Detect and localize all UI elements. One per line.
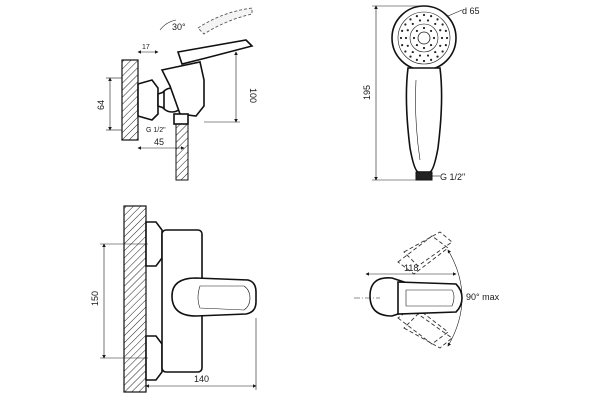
nozzle xyxy=(401,29,404,32)
top-dim-118: 118 xyxy=(404,263,418,273)
side-angle-arc xyxy=(159,19,177,31)
side-dim-17: 17 xyxy=(142,44,150,51)
nozzle xyxy=(439,44,442,47)
top-lever-rot-up-2 xyxy=(403,231,453,267)
nozzle xyxy=(422,59,426,63)
nozzle xyxy=(429,29,433,33)
side-outlet-nut xyxy=(173,113,189,125)
nozzle xyxy=(441,50,444,53)
nozzle xyxy=(422,26,426,30)
front-dim-150: 150 xyxy=(90,291,100,306)
nozzle xyxy=(440,36,444,40)
shower-dim-195: 195 xyxy=(362,85,372,100)
side-dim-100: 100 xyxy=(248,88,258,103)
nozzle xyxy=(404,23,407,26)
nozzle xyxy=(422,46,426,50)
front-lever xyxy=(171,277,257,317)
nozzle xyxy=(415,58,418,61)
top-lever-rot-down-2 xyxy=(403,313,453,349)
side-dim-64: 64 xyxy=(96,100,106,110)
nozzle xyxy=(412,36,416,40)
nozzle xyxy=(411,50,414,54)
nozzle xyxy=(401,44,404,47)
nozzle xyxy=(434,50,437,54)
nozzle xyxy=(430,58,433,61)
top-lever-inner xyxy=(405,289,455,307)
shower-head-center xyxy=(417,31,431,45)
shower-handle-contour xyxy=(415,79,421,161)
nozzle xyxy=(445,36,449,40)
shower-dim-d65-leader xyxy=(447,9,463,17)
nozzle xyxy=(404,50,407,53)
top-rotation-arc xyxy=(447,249,463,347)
nozzle xyxy=(399,36,403,40)
nozzle xyxy=(406,44,409,47)
nozzle xyxy=(415,43,419,47)
front-escutcheon-top xyxy=(145,221,163,267)
shower-head-view: d 65 195 G 1/2" xyxy=(362,5,480,182)
nozzle xyxy=(439,29,442,32)
side-hose xyxy=(175,123,189,181)
nozzle xyxy=(436,18,439,21)
shower-connector xyxy=(415,171,433,181)
nozzle xyxy=(434,22,437,26)
side-thread-label: G 1/2" xyxy=(146,127,166,134)
top-lever xyxy=(397,281,463,315)
nozzle xyxy=(422,13,426,17)
shower-head-ring xyxy=(397,11,451,65)
nozzle xyxy=(415,15,418,18)
side-view: 30° 17 100 64 G 1/2" 45 xyxy=(96,7,258,181)
nozzle xyxy=(426,54,430,57)
nozzle xyxy=(418,54,422,57)
shower-nozzles xyxy=(399,13,449,63)
top-view: 118 90° max xyxy=(354,231,500,349)
side-lever xyxy=(176,39,254,65)
front-lever-inner xyxy=(197,285,251,311)
nozzle xyxy=(409,18,412,21)
side-escutcheon xyxy=(137,79,159,121)
nozzle xyxy=(429,43,433,47)
front-view: 150 140 xyxy=(90,205,257,393)
nozzle xyxy=(444,44,447,47)
nozzle xyxy=(430,15,433,18)
side-lever-raised xyxy=(197,7,253,35)
side-mixer-body xyxy=(160,61,205,117)
nozzle xyxy=(444,29,447,32)
nozzle xyxy=(415,29,419,33)
nozzle xyxy=(409,55,412,58)
side-angle-label: 30° xyxy=(172,22,186,32)
nozzle xyxy=(404,36,408,40)
shower-dim-d65: d 65 xyxy=(462,6,480,16)
front-escutcheon-bottom xyxy=(145,335,163,381)
nozzle xyxy=(426,19,430,22)
nozzle xyxy=(436,55,439,58)
top-rotation-label: 90° max xyxy=(466,292,500,302)
nozzle xyxy=(411,22,414,26)
front-dim-140: 140 xyxy=(194,374,209,384)
side-nut xyxy=(157,90,165,110)
nozzle xyxy=(406,29,409,32)
nozzle xyxy=(441,23,444,26)
side-dim-45: 45 xyxy=(154,137,164,147)
nozzle xyxy=(432,36,436,40)
nozzle xyxy=(418,19,422,22)
front-wall-hatch xyxy=(123,205,147,393)
top-lever-rot-up xyxy=(397,235,449,275)
side-wall-hatch xyxy=(121,59,139,141)
shower-head-inner-ring xyxy=(409,23,439,53)
shower-handle xyxy=(405,67,443,173)
shower-thread-label: G 1/2" xyxy=(440,172,465,182)
